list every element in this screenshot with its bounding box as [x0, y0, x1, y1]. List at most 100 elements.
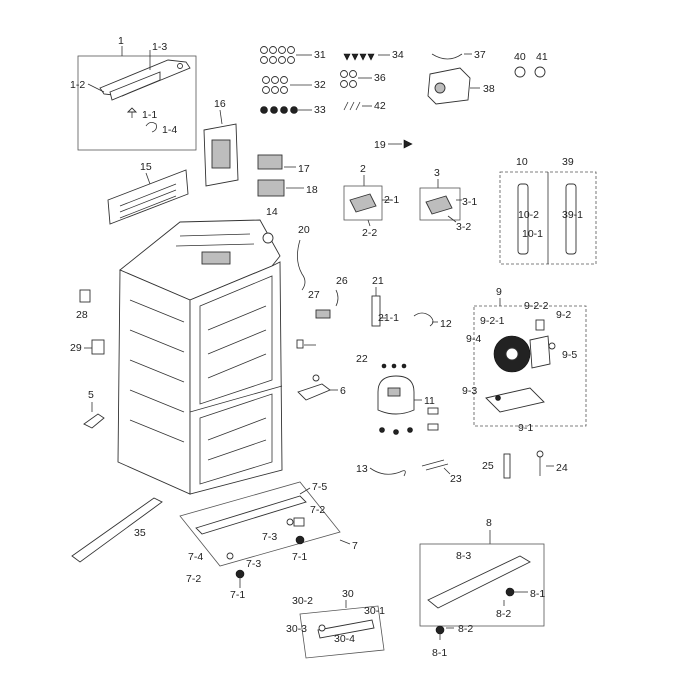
parts-16-19: 16 17 18 14 19 [203, 98, 413, 218]
clips-36 [340, 70, 357, 88]
group-9-box [473, 305, 587, 427]
wheel-7-1 [295, 535, 305, 545]
label-30-1: 30-1 [364, 605, 385, 617]
roller-7-3 [293, 517, 305, 527]
label-30: 30 [342, 588, 354, 600]
part-25 [503, 453, 511, 479]
label-7-2b: 7-2 [186, 573, 201, 585]
motor-bracket [529, 335, 551, 369]
label-2-2: 2-2 [362, 227, 377, 239]
group-7-box [179, 481, 341, 567]
label-7-1b: 7-1 [230, 589, 245, 601]
cabinet-front [189, 261, 283, 495]
label-9-1: 9-1 [518, 422, 533, 434]
label-1-2: 1-2 [70, 79, 85, 91]
label-20: 20 [298, 224, 310, 236]
label-37: 37 [474, 49, 486, 61]
screws-34 [343, 53, 375, 61]
group-9: 9 9-2-2 9-2-1 9-2 9-4 9-5 9-3 9-1 [462, 286, 587, 434]
label-17: 17 [298, 163, 310, 175]
parts-5-28-29: 28 29 5 [70, 289, 105, 429]
wheel-7-1b [235, 569, 245, 579]
group-8: 8 8-3 8-1 8-2 8-2 8-1 [419, 517, 545, 659]
damper-6 [297, 383, 331, 401]
tube-21 [371, 295, 381, 327]
label-10-1: 10-1 [522, 228, 543, 240]
trim-35 [71, 497, 163, 563]
fan-shroud-9-1 [485, 387, 545, 413]
compressor-terminal [387, 387, 401, 397]
part-23 [421, 459, 449, 471]
panel-16-window [211, 139, 231, 169]
tube-26 [335, 289, 339, 307]
part-24 [536, 450, 544, 458]
label-2-1: 2-1 [384, 194, 399, 206]
compressor-group: 22 11 [356, 353, 439, 435]
label-26: 26 [336, 275, 348, 287]
label-13: 13 [356, 463, 368, 475]
label-5: 5 [88, 389, 94, 401]
group-8-box [419, 543, 545, 627]
part-6: 6 [297, 374, 346, 401]
label-27: 27 [308, 289, 320, 301]
wire-13 [369, 467, 406, 477]
group-30-box [299, 605, 385, 659]
label-7-4: 7-4 [188, 551, 203, 563]
label-21-1: 21-1 [378, 312, 399, 324]
label-10: 10 [516, 156, 528, 168]
group-3: 3 3-1 3-2 [419, 167, 477, 233]
label-9-4: 9-4 [466, 333, 481, 345]
label-30-4: 30-4 [334, 633, 355, 645]
label-6: 6 [340, 385, 346, 397]
board-18 [257, 179, 285, 197]
cabinet-top-module [201, 251, 231, 265]
filter-39 [565, 183, 577, 255]
label-32: 32 [314, 79, 326, 91]
wire-12 [413, 312, 434, 327]
label-18: 18 [306, 184, 318, 196]
relay [427, 407, 439, 415]
label-33: 33 [314, 104, 326, 116]
label-8-1a: 8-1 [530, 588, 545, 600]
label-9-2: 9-2 [556, 309, 571, 321]
label-9: 9 [496, 286, 502, 298]
label-8-3: 8-3 [456, 550, 471, 562]
overload [427, 423, 439, 431]
filter-10 [517, 183, 529, 255]
label-7-1a: 7-1 [292, 551, 307, 563]
foot-8-1b [435, 625, 445, 635]
part-3-body [425, 195, 453, 215]
label-36: 36 [374, 72, 386, 84]
group-7: 7-5 7-2 7-3 7-1 7 7-4 7-3 7-2 7-1 [179, 481, 358, 601]
group-30: 30 30-2 30-1 30-3 30-4 [286, 588, 385, 659]
label-3: 3 [434, 167, 440, 179]
group-1: 1 1-3 1-2 1-1 1-4 [70, 35, 197, 151]
fridge-compartment [199, 275, 273, 405]
label-39-1: 39-1 [562, 209, 583, 221]
label-9-2-1: 9-2-1 [480, 315, 505, 327]
label-1-1: 1-1 [142, 109, 157, 121]
label-12: 12 [440, 318, 452, 330]
parts-4-12-21-26-27: 21 21-1 12 26 27 [296, 275, 452, 349]
label-8-1b: 8-1 [432, 647, 447, 659]
label-14: 14 [266, 206, 278, 218]
part-28 [79, 289, 91, 303]
group-2-box [343, 185, 383, 221]
label-42: 42 [374, 100, 386, 112]
label-28: 28 [76, 309, 88, 321]
label-15: 15 [140, 161, 152, 173]
label-38: 38 [483, 83, 495, 95]
part-29 [91, 339, 105, 355]
cap-40 [514, 66, 526, 78]
rear-panel-15 [107, 169, 189, 225]
label-34: 34 [392, 49, 404, 61]
part-15: 15 [107, 161, 189, 225]
label-30-2: 30-2 [292, 595, 313, 607]
part-4 [296, 339, 304, 349]
wire-37 [431, 53, 463, 60]
label-2: 2 [360, 163, 366, 175]
label-23: 23 [450, 473, 462, 485]
parts-13-23-24-25: 13 23 25 24 [356, 450, 568, 485]
label-19: 19 [374, 139, 386, 151]
